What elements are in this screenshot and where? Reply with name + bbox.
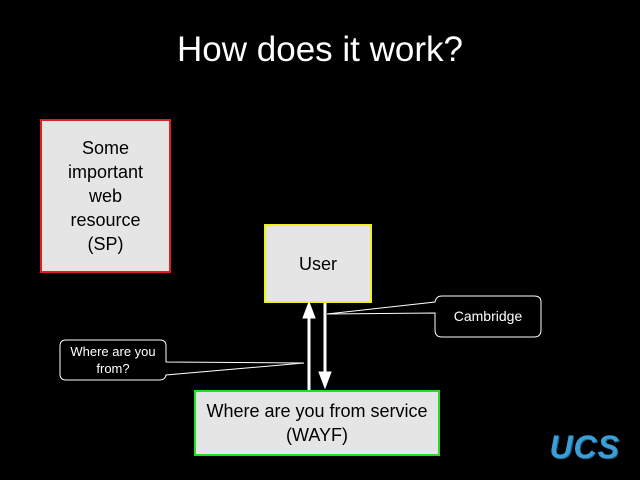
answer-text: Cambridge: [453, 308, 523, 324]
arrow-down: [318, 303, 332, 390]
wayf-label: Where are you from service (WAYF): [206, 401, 428, 445]
slide-title: How does it work?: [177, 30, 463, 69]
question-callout: Where are you from?: [60, 340, 166, 380]
wayf-box: Where are you from service (WAYF): [194, 390, 440, 456]
question-text: Where are you from?: [70, 344, 156, 376]
sp-label: Some important web resource (SP): [67, 138, 144, 254]
arrow-up: [302, 300, 316, 390]
answer-callout-shape: [326, 295, 542, 338]
sp-box: Some important web resource (SP): [40, 119, 171, 273]
question-callout-shape: [59, 339, 305, 381]
ucs-logo: UCS: [549, 429, 620, 465]
answer-callout: Cambridge: [435, 296, 541, 337]
user-label: User: [298, 253, 337, 274]
user-box: User: [264, 224, 372, 303]
